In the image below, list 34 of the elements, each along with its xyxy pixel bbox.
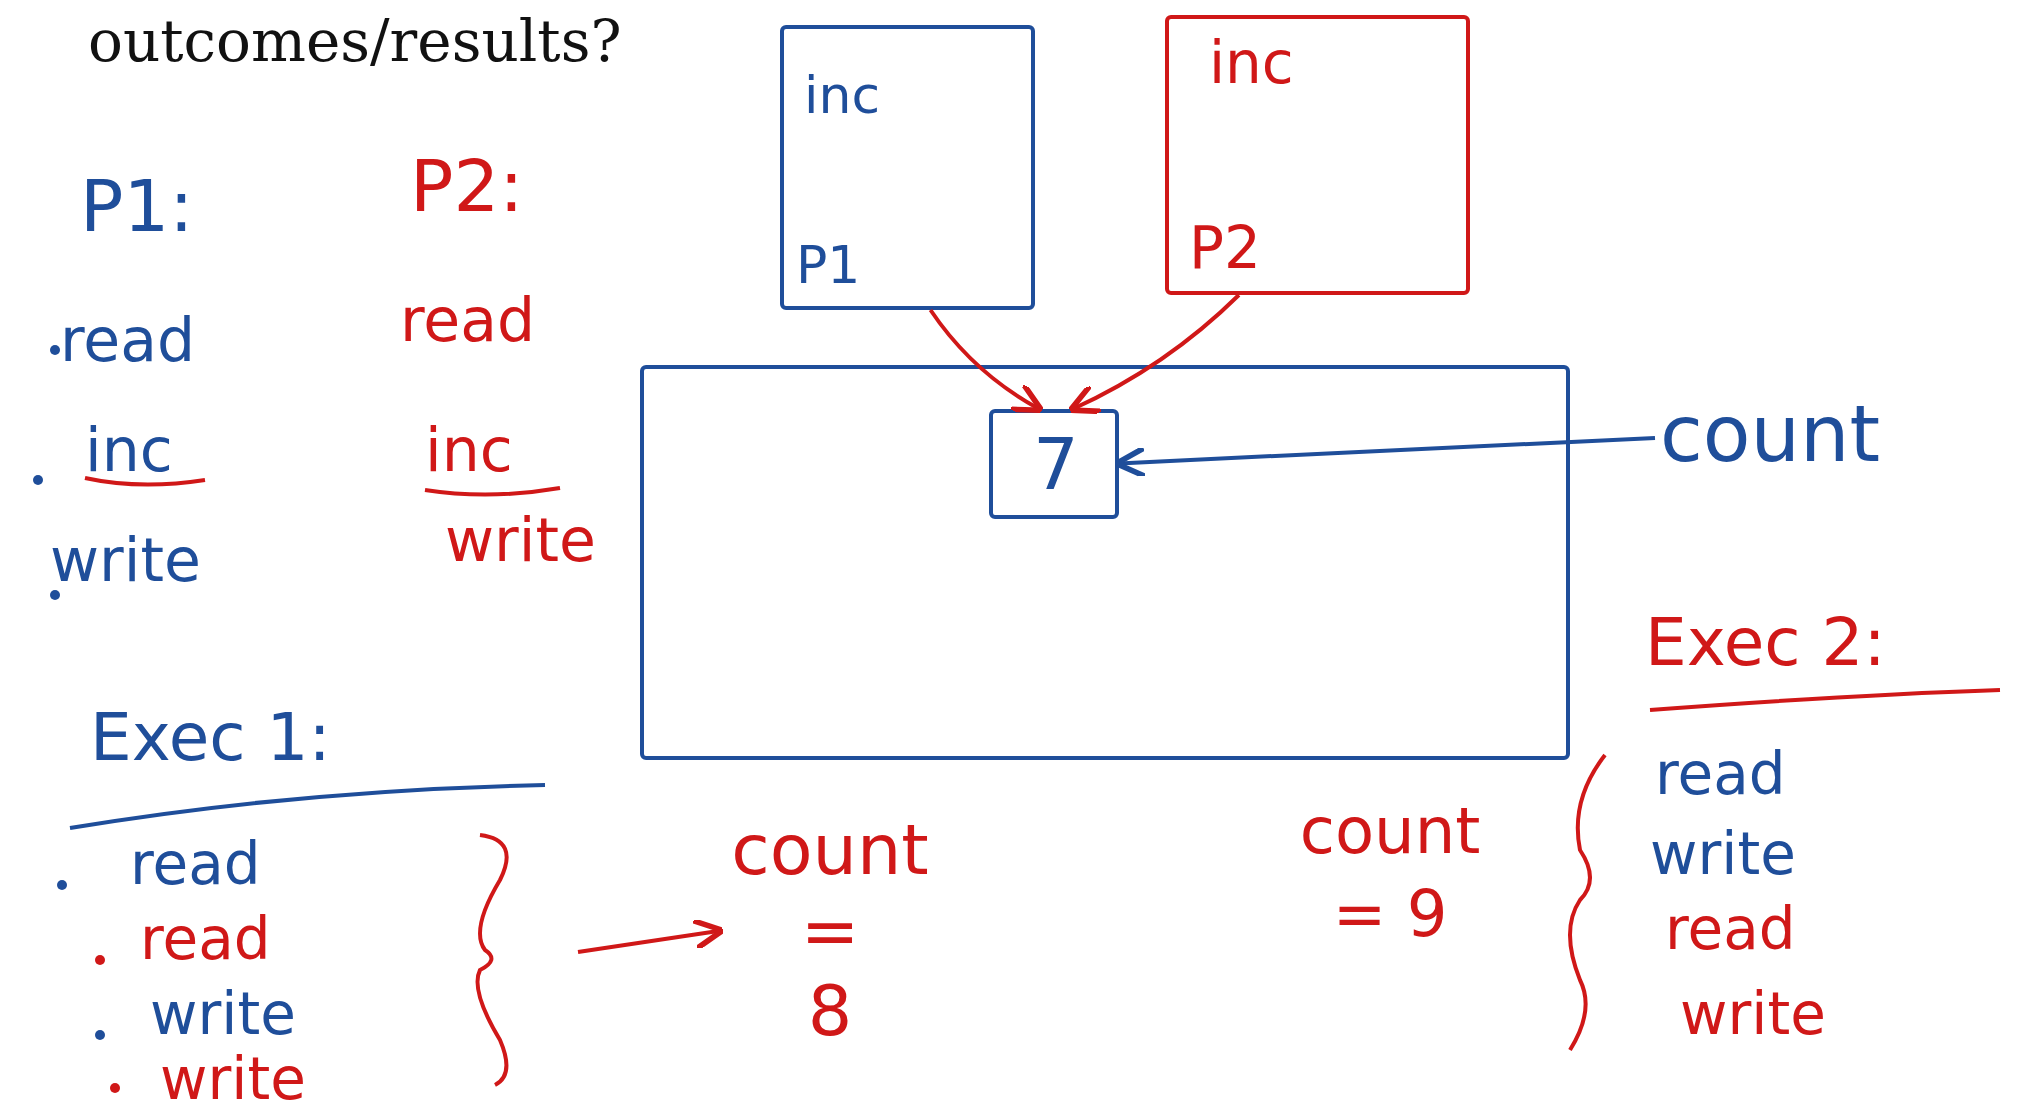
step-text: write [1650,825,1796,883]
node-text: inc [1209,34,1294,92]
exec-heading: Exec 2: [1645,610,1886,676]
heading: outcomes/results? [88,12,622,70]
step-text: read [400,290,536,350]
step-text: inc [85,420,173,480]
step-text: read [60,310,196,370]
result-text: count = 8 [720,810,940,1052]
count-label: count [1655,390,1885,480]
exec-heading: Exec 1: [90,705,331,771]
result-text: count = 9 [1298,793,1482,954]
arrow [1067,293,1241,414]
node-text: P1 [796,239,861,291]
step-text: read [1665,900,1796,958]
arrow [577,917,726,954]
value-cell [989,409,1119,519]
step-text: inc [425,420,513,480]
step-text: read [140,910,271,968]
node-text: inc [804,69,880,121]
step-text: write [1680,985,1826,1043]
step-text: write [50,530,201,590]
step-text: write [150,985,296,1043]
process-box [780,25,1035,310]
node-text: 7 [1033,428,1079,500]
process-heading: P2: [410,150,524,222]
process-box [1165,15,1470,295]
step-text: write [160,1050,306,1106]
node-text: P2 [1189,219,1261,277]
step-text: read [1655,745,1786,803]
step-text: write [445,510,596,570]
process-heading: P1: [80,170,194,242]
step-text: read [130,835,261,893]
memory-box [640,365,1570,760]
arrow [928,308,1045,414]
